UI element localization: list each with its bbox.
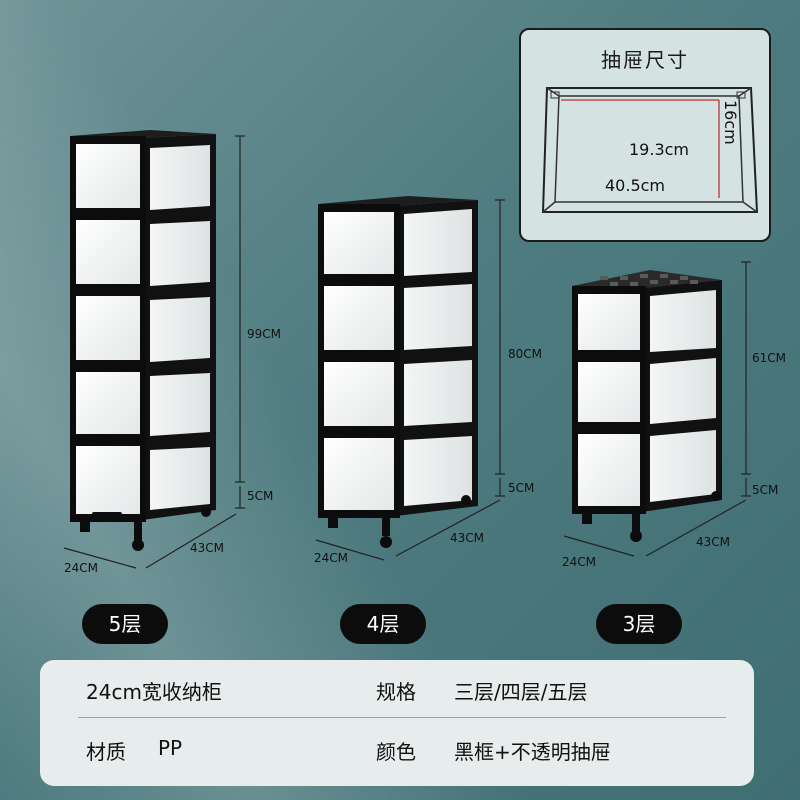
drawer-width-label: 19.3cm: [629, 140, 690, 159]
cabinet-5-dimensions: [63, 135, 245, 569]
layer-label-4: 4层: [340, 604, 426, 644]
spec-value: 三层/四层/五层: [454, 680, 588, 704]
cabinet-4-dimensions: [315, 199, 505, 561]
spec-panel: 24cm宽收纳柜 规格 三层/四层/五层 材质 PP 颜色 黑框+不透明抽屉: [40, 660, 754, 786]
product-name: 24cm宽收纳柜: [86, 680, 222, 704]
spec-divider: [78, 717, 726, 718]
cabinet-4-wheel-label: 5CM: [508, 481, 534, 495]
spec-label: 规格: [376, 680, 416, 704]
layer-label-3: 3层: [596, 604, 682, 644]
material-value: PP: [158, 736, 183, 760]
cabinet-5-height-label: 99CM: [247, 327, 281, 341]
drawer-size-panel: 抽屉尺寸 16cm 19.3cm 40.5cm: [519, 28, 771, 242]
color-value: 黑框+不透明抽屉: [454, 740, 611, 764]
cabinet-3-dimensions: [563, 261, 751, 557]
cabinet-5-wheel-label: 5CM: [247, 489, 273, 503]
cabinet-5-width-label: 24CM: [64, 561, 98, 575]
color-label: 颜色: [376, 740, 416, 764]
cabinet-3-layer: [572, 270, 722, 542]
cabinet-3-depth-label: 43CM: [696, 535, 730, 549]
cabinet-3-wheel-label: 5CM: [752, 483, 778, 497]
cabinet-3-height-label: 61CM: [752, 351, 786, 365]
cabinet-5-depth-label: 43CM: [190, 541, 224, 555]
cabinet-4-depth-label: 43CM: [450, 531, 484, 545]
cabinet-3-width-label: 24CM: [562, 555, 596, 569]
layer-label-5: 5层: [82, 604, 168, 644]
cabinet-4-height-label: 80CM: [508, 347, 542, 361]
cabinet-5-layer: [70, 130, 216, 551]
drawer-depth-label: 40.5cm: [605, 176, 666, 195]
cabinet-4-width-label: 24CM: [314, 551, 348, 565]
drawer-size-title: 抽屉尺寸: [601, 48, 689, 72]
material-label: 材质: [86, 740, 126, 764]
drawer-outline-icon: [541, 87, 759, 213]
drawer-height-label: 16cm: [721, 100, 740, 145]
cabinet-4-layer: [318, 196, 478, 548]
